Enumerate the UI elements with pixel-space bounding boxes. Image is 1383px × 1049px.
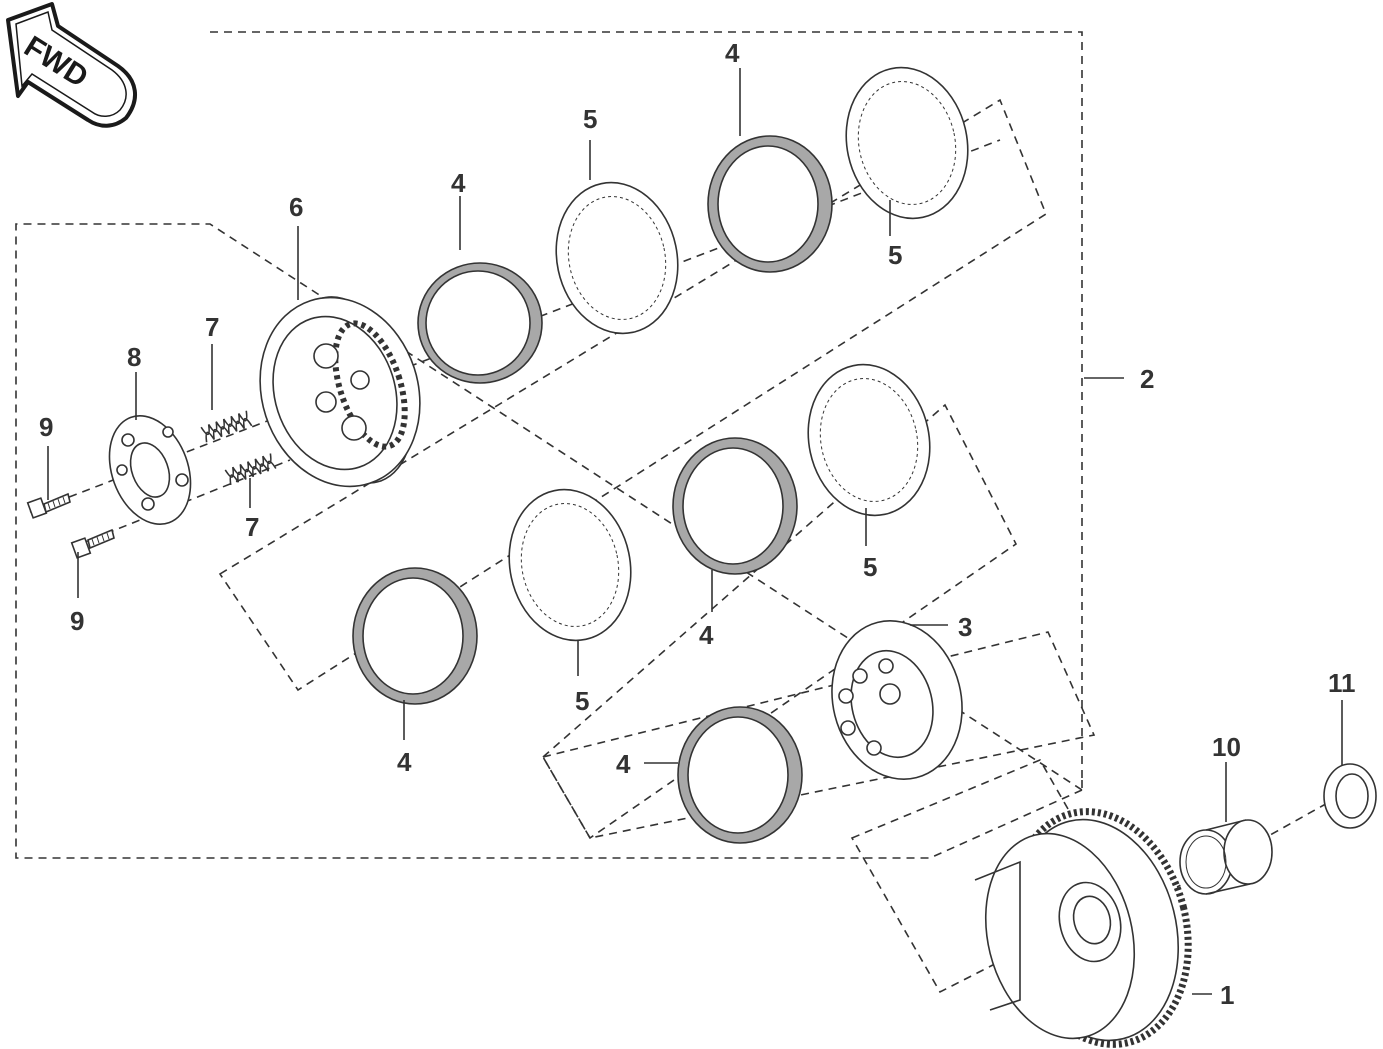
callout-3: 3 bbox=[958, 612, 972, 642]
callout-10: 10 bbox=[1212, 732, 1241, 762]
callout-4b: 4 bbox=[725, 38, 740, 68]
callout-7b: 7 bbox=[245, 512, 259, 542]
callout-5a: 5 bbox=[583, 104, 597, 134]
friction-plate-b bbox=[707, 135, 833, 273]
callout-8: 8 bbox=[127, 342, 141, 372]
thrust-washer-part bbox=[1323, 763, 1377, 829]
steel-plate-a bbox=[555, 181, 679, 335]
callout-4c: 4 bbox=[699, 620, 714, 650]
callout-2: 2 bbox=[1140, 364, 1154, 394]
callout-11: 11 bbox=[1328, 668, 1356, 698]
steel-plate-b bbox=[845, 66, 969, 220]
clutch-housing-part bbox=[974, 808, 1192, 1048]
callout-7a: 7 bbox=[205, 312, 219, 342]
steel-plate-c bbox=[807, 363, 931, 517]
assembly-boundary bbox=[15, 31, 1084, 859]
fwd-arrow-icon: FWD bbox=[6, 2, 138, 128]
callout-4d: 4 bbox=[397, 747, 412, 777]
friction-plate-c bbox=[672, 437, 798, 575]
bushing-sleeve-part bbox=[1179, 819, 1273, 895]
callout-5c: 5 bbox=[863, 552, 877, 582]
leader-lines bbox=[47, 68, 1343, 995]
plate-group-lower bbox=[541, 631, 1096, 839]
callout-9b: 9 bbox=[70, 606, 84, 636]
spring-lower bbox=[224, 453, 277, 486]
friction-plate-d bbox=[352, 567, 478, 705]
callout-6: 6 bbox=[289, 192, 303, 222]
callout-5b: 5 bbox=[888, 240, 902, 270]
steel-plate-d bbox=[508, 488, 632, 642]
clutch-center-part bbox=[831, 620, 963, 780]
friction-plate-e bbox=[677, 706, 803, 844]
bolt-upper bbox=[26, 492, 71, 519]
callout-1: 1 bbox=[1220, 980, 1234, 1010]
callout-9a: 9 bbox=[39, 412, 53, 442]
callout-5d: 5 bbox=[575, 686, 589, 716]
clutch-hub-part bbox=[259, 296, 421, 488]
callout-4e: 4 bbox=[616, 749, 631, 779]
friction-plate-a bbox=[417, 262, 543, 384]
pressure-plate-part bbox=[108, 414, 192, 526]
bolt-lower bbox=[70, 528, 115, 559]
spring-upper bbox=[200, 410, 253, 443]
callout-4a: 4 bbox=[451, 168, 466, 198]
